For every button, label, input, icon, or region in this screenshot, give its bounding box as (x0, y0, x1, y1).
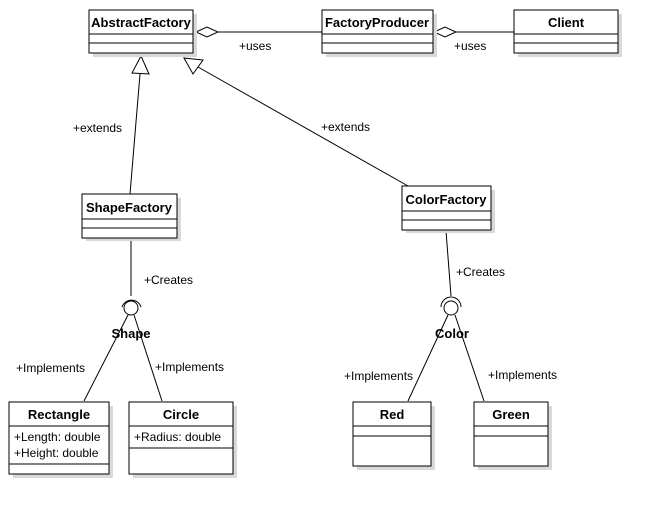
class-attribute: +Radius: double (134, 430, 221, 444)
implements-connector-red (407, 314, 449, 402)
creates-label-color: +Creates (456, 265, 505, 279)
interface-lollipop-shape (123, 300, 139, 316)
class-attribute: +Height: double (14, 446, 99, 460)
class-circle[interactable]: Circle +Radius: double (128, 401, 237, 478)
class-name: ShapeFactory (86, 200, 173, 215)
creates-connector-color (445, 230, 452, 297)
class-name: Red (380, 407, 405, 422)
uses-label-producer: +uses (239, 39, 271, 53)
inheritance-arrow-color (183, 57, 204, 75)
extends-connector-shape (129, 73, 141, 195)
class-name: Circle (163, 407, 199, 422)
class-name: AbstractFactory (91, 15, 191, 30)
class-client[interactable]: Client (513, 9, 622, 57)
required-socket-shape (121, 299, 142, 308)
class-name: ColorFactory (406, 192, 488, 207)
class-name: Client (548, 15, 585, 30)
implements-connector-green (454, 314, 485, 402)
extends-connector-color (197, 66, 409, 187)
class-shape-factory[interactable]: ShapeFactory (81, 193, 181, 241)
required-socket-color (440, 296, 462, 308)
implements-connector-rectangle (83, 314, 129, 402)
class-attribute: +Length: double (14, 430, 101, 444)
class-name: Green (492, 407, 530, 422)
class-name: Rectangle (28, 407, 90, 422)
implements-label-rectangle: +Implements (16, 361, 85, 375)
creates-label-shape: +Creates (144, 273, 193, 287)
extends-label-shape: +extends (73, 121, 122, 135)
interface-name-shape: Shape (111, 326, 150, 341)
aggregation-diamond-producer (432, 26, 458, 38)
class-name: FactoryProducer (325, 15, 429, 30)
class-green[interactable]: Green (473, 401, 552, 470)
class-rectangle[interactable]: Rectangle +Length: double +Height: doubl… (8, 401, 113, 478)
class-color-factory[interactable]: ColorFactory (401, 185, 495, 233)
class-abstract-factory[interactable]: AbstractFactory (88, 9, 197, 57)
implements-label-green: +Implements (488, 368, 557, 382)
implements-label-red: +Implements (344, 369, 413, 383)
implements-label-circle: +Implements (155, 360, 224, 374)
implements-connector-circle (133, 314, 163, 402)
class-red[interactable]: Red (352, 401, 435, 470)
class-factory-producer[interactable]: FactoryProducer (321, 9, 437, 57)
interface-lollipop-color (443, 300, 459, 316)
uses-label-client: +uses (454, 39, 486, 53)
aggregation-diamond-abstract (194, 26, 220, 38)
interface-name-color: Color (435, 326, 469, 341)
inheritance-arrow-shape (131, 54, 150, 75)
extends-label-color: +extends (321, 120, 370, 134)
